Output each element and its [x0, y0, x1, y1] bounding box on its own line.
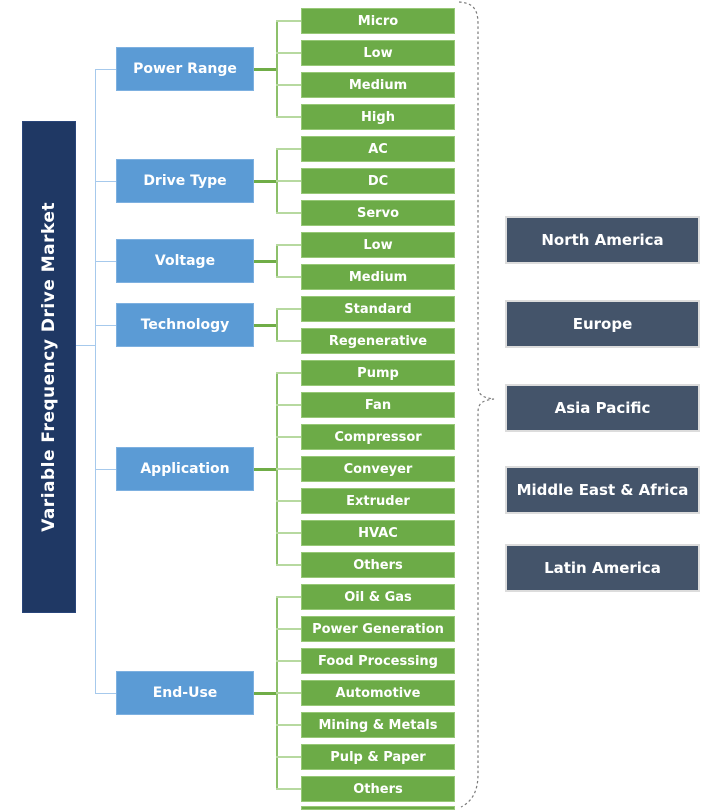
green-branch-line	[276, 340, 301, 342]
segment-box-partial	[301, 806, 455, 810]
trunk-stub-line	[76, 345, 95, 346]
green-bracket-line	[276, 20, 278, 118]
segment-box-dc: DC	[301, 168, 455, 194]
green-branch-line	[276, 244, 301, 246]
region-box-north-america: North America	[505, 216, 700, 264]
curly-brace	[458, 1, 495, 808]
segment-box-pulp-paper: Pulp & Paper	[301, 744, 455, 770]
segment-box-compressor: Compressor	[301, 424, 455, 450]
segment-box-power-generation: Power Generation	[301, 616, 455, 642]
green-branch-line	[276, 116, 301, 118]
segment-box-medium: Medium	[301, 72, 455, 98]
segment-box-oil-gas: Oil & Gas	[301, 584, 455, 610]
green-bracket-line	[276, 308, 278, 342]
segment-box-pump: Pump	[301, 360, 455, 386]
segment-box-food-processing: Food Processing	[301, 648, 455, 674]
green-branch-line	[276, 148, 301, 150]
segment-box-others: Others	[301, 776, 455, 802]
root-title-bar: Variable Frequency Drive Market	[22, 121, 76, 613]
green-branch-line	[276, 52, 301, 54]
segment-box-low: Low	[301, 232, 455, 258]
green-branch-line	[276, 628, 301, 630]
green-branch-line	[276, 500, 301, 502]
green-branch-line	[276, 692, 301, 694]
green-connector-line	[254, 692, 278, 695]
green-branch-line	[276, 756, 301, 758]
segment-box-fan: Fan	[301, 392, 455, 418]
green-branch-line	[276, 564, 301, 566]
segment-box-conveyer: Conveyer	[301, 456, 455, 482]
green-bracket-line	[276, 244, 278, 278]
segment-box-hvac: HVAC	[301, 520, 455, 546]
segment-box-low: Low	[301, 40, 455, 66]
segment-box-ac: AC	[301, 136, 455, 162]
region-box-middle-east-africa: Middle East & Africa	[505, 466, 700, 514]
green-branch-line	[276, 308, 301, 310]
category-box-drive-type: Drive Type	[116, 159, 254, 203]
green-branch-line	[276, 660, 301, 662]
branch-line-application	[95, 469, 116, 470]
branch-line-end-use	[95, 693, 116, 694]
green-connector-line	[254, 260, 278, 263]
category-box-voltage: Voltage	[116, 239, 254, 283]
green-connector-line	[254, 68, 278, 71]
region-box-europe: Europe	[505, 300, 700, 348]
segment-box-mining-metals: Mining & Metals	[301, 712, 455, 738]
green-branch-line	[276, 84, 301, 86]
green-branch-line	[276, 724, 301, 726]
green-connector-line	[254, 324, 278, 327]
category-box-technology: Technology	[116, 303, 254, 347]
branch-line-technology	[95, 325, 116, 326]
branch-line-drive-type	[95, 181, 116, 182]
segment-box-high: High	[301, 104, 455, 130]
green-branch-line	[276, 20, 301, 22]
green-branch-line	[276, 276, 301, 278]
region-box-asia-pacific: Asia Pacific	[505, 384, 700, 432]
segment-box-medium: Medium	[301, 264, 455, 290]
segment-box-extruder: Extruder	[301, 488, 455, 514]
category-box-end-use: End-Use	[116, 671, 254, 715]
diagram-title: Variable Frequency Drive Market	[39, 202, 59, 532]
category-box-power-range: Power Range	[116, 47, 254, 91]
segment-box-servo: Servo	[301, 200, 455, 226]
segment-box-micro: Micro	[301, 8, 455, 34]
branch-line-voltage	[95, 261, 116, 262]
green-branch-line	[276, 468, 301, 470]
green-branch-line	[276, 788, 301, 790]
segment-box-regenerative: Regenerative	[301, 328, 455, 354]
segment-box-others: Others	[301, 552, 455, 578]
green-branch-line	[276, 372, 301, 374]
segment-box-automotive: Automotive	[301, 680, 455, 706]
segment-box-standard: Standard	[301, 296, 455, 322]
green-connector-line	[254, 468, 278, 471]
branch-line-power-range	[95, 69, 116, 70]
green-branch-line	[276, 596, 301, 598]
region-box-latin-america: Latin America	[505, 544, 700, 592]
category-box-application: Application	[116, 447, 254, 491]
green-branch-line	[276, 180, 301, 182]
green-branch-line	[276, 436, 301, 438]
green-branch-line	[276, 404, 301, 406]
green-branch-line	[276, 212, 301, 214]
trunk-vertical-line	[95, 69, 96, 693]
green-connector-line	[254, 180, 278, 183]
green-branch-line	[276, 532, 301, 534]
